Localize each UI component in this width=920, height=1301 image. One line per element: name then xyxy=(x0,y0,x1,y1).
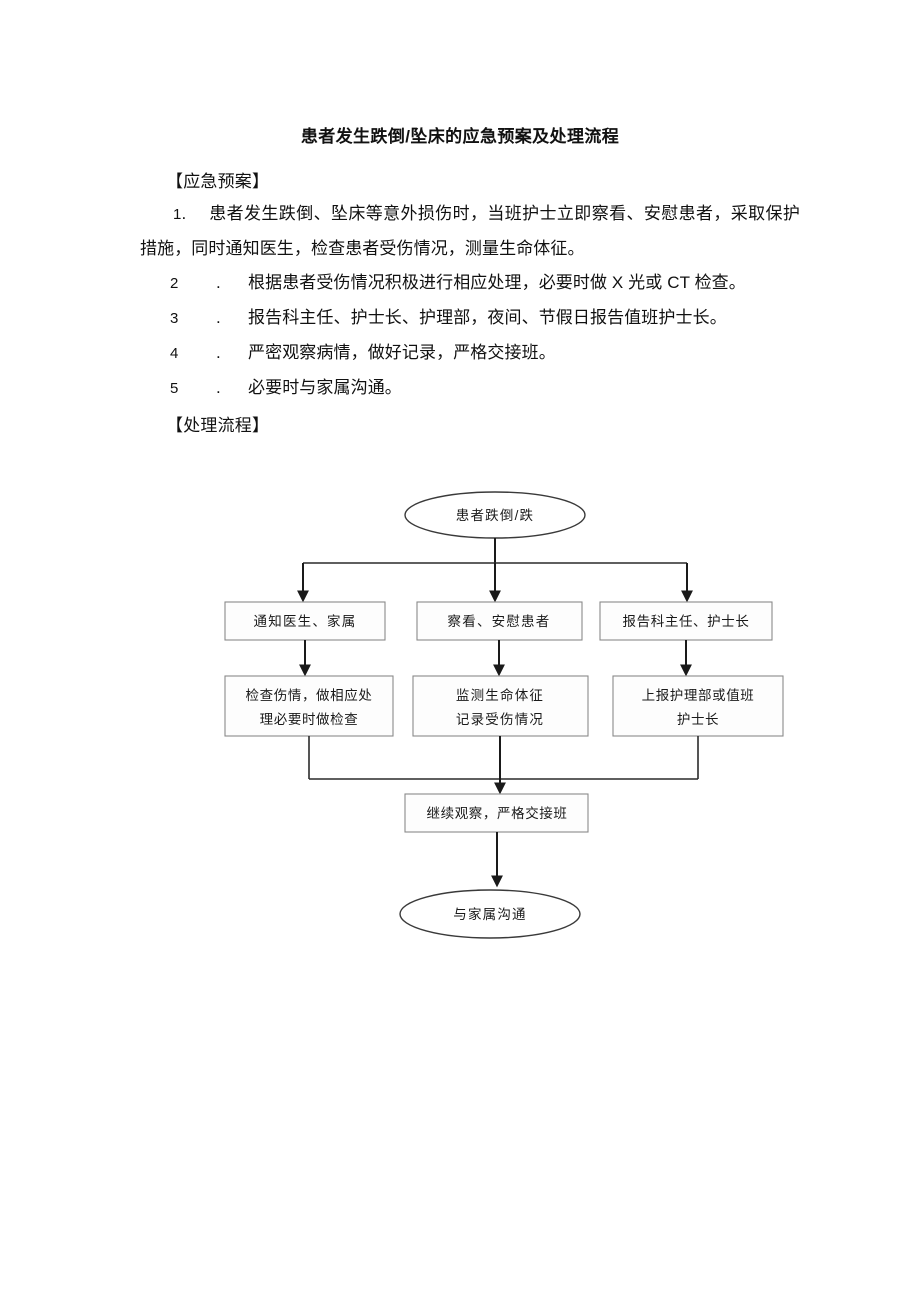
plan-item-4: 4.严密观察病情，做好记录，严格交接班。 xyxy=(140,336,800,371)
plan-item-3-text: 报告科主任、护士长、护理部，夜间、节假日报告值班护士长。 xyxy=(248,308,727,327)
plan-item-4-number: 4 xyxy=(170,345,179,362)
plan-item-5-number: 5 xyxy=(170,380,179,397)
flow-node-row1-center-label: 察看、安慰患者 xyxy=(448,613,551,629)
plan-item-2-text: 根据患者受伤情况积极进行相应处理，必要时做 X 光或 CT 检查。 xyxy=(248,273,746,292)
flow-node-start-label: 患者跌倒/跌 xyxy=(456,508,534,523)
plan-item-5-marker: 5. xyxy=(170,371,248,406)
flow-node-start: 患者跌倒/跌 xyxy=(404,491,586,539)
plan-item-2: 2.根据患者受伤情况积极进行相应处理，必要时做 X 光或 CT 检查。 xyxy=(140,266,800,301)
plan-item-4-separator: . xyxy=(216,343,221,362)
plan-item-1-separator: . xyxy=(181,204,187,223)
flow-node-row2-left: 检查伤情，做相应处 理必要时做检查 xyxy=(224,675,394,737)
plan-item-2-separator: . xyxy=(216,273,221,292)
plan-item-3-marker: 3. xyxy=(170,301,248,336)
flow-node-row2-center-label-line2: 记录受伤情况 xyxy=(456,712,544,727)
flow-node-row2-left-label-line1: 检查伤情，做相应处 xyxy=(246,687,373,703)
flow-node-end: 与家属沟通 xyxy=(399,889,581,939)
flow-node-row1-right: 报告科主任、护士长 xyxy=(599,601,773,641)
body-content: 【应急预案】 1.患者发生跌倒、坠床等意外损伤时，当班护士立即察看、安慰患者，采… xyxy=(140,166,800,441)
flow-node-row1-center: 察看、安慰患者 xyxy=(416,601,583,641)
plan-item-1-number: 1 xyxy=(173,206,182,223)
plan-item-1-text: 患者发生跌倒、坠床等意外损伤时，当班护士立即察看、安慰患者，采取保护措施，同时通… xyxy=(140,204,800,258)
flow-node-merge-label: 继续观察，严格交接班 xyxy=(427,805,568,821)
flow-node-row1-left: 通知医生、家属 xyxy=(224,601,386,641)
page-title: 患者发生跌倒/坠床的应急预案及处理流程 xyxy=(300,127,620,146)
flow-node-row1-left-label: 通知医生、家属 xyxy=(254,613,357,629)
flow-node-row2-right: 上报护理部或值班 护士长 xyxy=(612,675,784,737)
flow-node-merge: 继续观察，严格交接班 xyxy=(404,793,589,833)
plan-item-2-marker: 2. xyxy=(170,266,248,301)
flow-node-row2-right-label-line2: 护士长 xyxy=(677,712,719,727)
plan-item-3: 3.报告科主任、护士长、护理部，夜间、节假日报告值班护士长。 xyxy=(140,301,800,336)
section-heading-emergency-plan: 【应急预案】 xyxy=(166,172,270,191)
flow-node-row2-left-label-line2: 理必要时做检查 xyxy=(260,712,359,727)
plan-item-1-marker: 1. xyxy=(173,197,209,232)
flow-node-row2-right-label-line1: 上报护理部或值班 xyxy=(642,688,755,703)
plan-item-1: 1.患者发生跌倒、坠床等意外损伤时，当班护士立即察看、安慰患者，采取保护措施，同… xyxy=(140,197,800,266)
plan-item-5: 5.必要时与家属沟通。 xyxy=(140,371,800,406)
plan-item-3-number: 3 xyxy=(170,310,179,327)
plan-item-5-text: 必要时与家属沟通。 xyxy=(248,378,402,397)
flow-node-end-label: 与家属沟通 xyxy=(453,906,527,922)
flow-node-row1-right-label: 报告科主任、护士长 xyxy=(623,614,750,629)
plan-item-4-marker: 4. xyxy=(170,336,248,371)
flowchart: 患者跌倒/跌 通知医生、家属 察看、安慰患者 报告科主任、护士长 xyxy=(0,470,920,970)
plan-item-5-separator: . xyxy=(216,378,221,397)
flow-node-row2-center: 监测生命体征 记录受伤情况 xyxy=(412,675,589,737)
plan-item-3-separator: . xyxy=(216,308,221,327)
plan-item-4-text: 严密观察病情，做好记录，严格交接班。 xyxy=(248,343,556,362)
flow-node-row2-center-label-line1: 监测生命体征 xyxy=(456,687,544,703)
plan-item-2-number: 2 xyxy=(170,275,179,292)
section-heading-handling-flow: 【处理流程】 xyxy=(166,416,270,435)
